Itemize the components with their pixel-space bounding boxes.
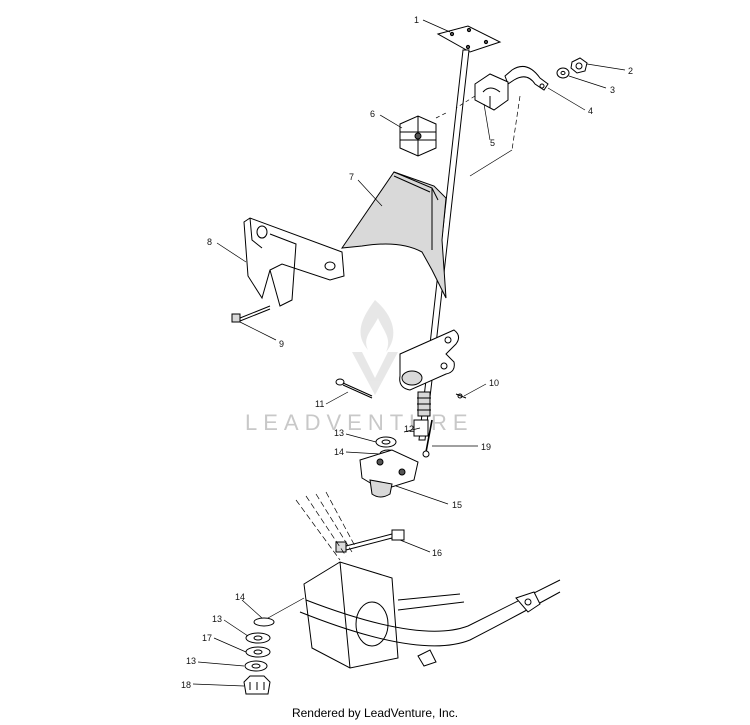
column-washer (375, 436, 397, 448)
callout-14-lower: 14 (235, 592, 245, 602)
footer-credit: Rendered by LeadVenture, Inc. (291, 706, 459, 720)
guide-lines (435, 95, 521, 177)
pivot-bolt (335, 529, 405, 553)
lower-washer-bottom (244, 660, 268, 672)
steering-arm (399, 329, 460, 391)
clamp (504, 65, 549, 91)
castle-nut (243, 675, 271, 695)
callout-14-upper: 14 (334, 447, 344, 457)
grease-pin (422, 419, 433, 458)
callout-13-lower: 13 (212, 614, 222, 624)
lower-o-ring (253, 617, 275, 627)
parts-diagram: LEADVENTURE (181, 15, 633, 695)
watermark-text: LEADVENTURE (245, 410, 474, 435)
lower-washer-top (245, 632, 271, 644)
callout-labels: 1 2 3 4 5 6 7 8 9 10 11 12 13 14 15 16 1… (181, 15, 633, 690)
callout-18: 18 (181, 680, 191, 690)
callout-1: 1 (414, 15, 419, 25)
pivot-block (359, 449, 419, 498)
callout-16: 16 (432, 548, 442, 558)
callout-4: 4 (588, 106, 593, 116)
callout-15: 15 (452, 500, 462, 510)
callout-2: 2 (628, 66, 633, 76)
front-frame (295, 491, 561, 669)
cotter-pin (455, 393, 467, 399)
callout-19: 19 (481, 442, 491, 452)
callout-13-upper: 13 (334, 428, 344, 438)
callout-3: 3 (610, 85, 615, 95)
spacer (245, 646, 271, 658)
callout-13-bottom: 13 (186, 656, 196, 666)
callout-6: 6 (370, 109, 375, 119)
bushing-block (474, 73, 509, 111)
callout-12: 12 (404, 424, 414, 434)
callout-7: 7 (349, 172, 354, 182)
nut (570, 57, 588, 74)
callout-5: 5 (490, 138, 495, 148)
leader-lines (192, 19, 626, 687)
washer (556, 67, 570, 79)
callout-17: 17 (202, 633, 212, 643)
callout-9: 9 (279, 339, 284, 349)
steering-bracket (243, 217, 345, 307)
callout-10: 10 (489, 378, 499, 388)
bracket-bolt (231, 305, 271, 323)
callout-8: 8 (207, 237, 212, 247)
callout-11: 11 (315, 399, 324, 409)
roll-pin (335, 378, 373, 399)
dash-cowl (340, 171, 447, 299)
rubber-bushing (399, 115, 437, 157)
flame-logo-icon (352, 300, 398, 395)
